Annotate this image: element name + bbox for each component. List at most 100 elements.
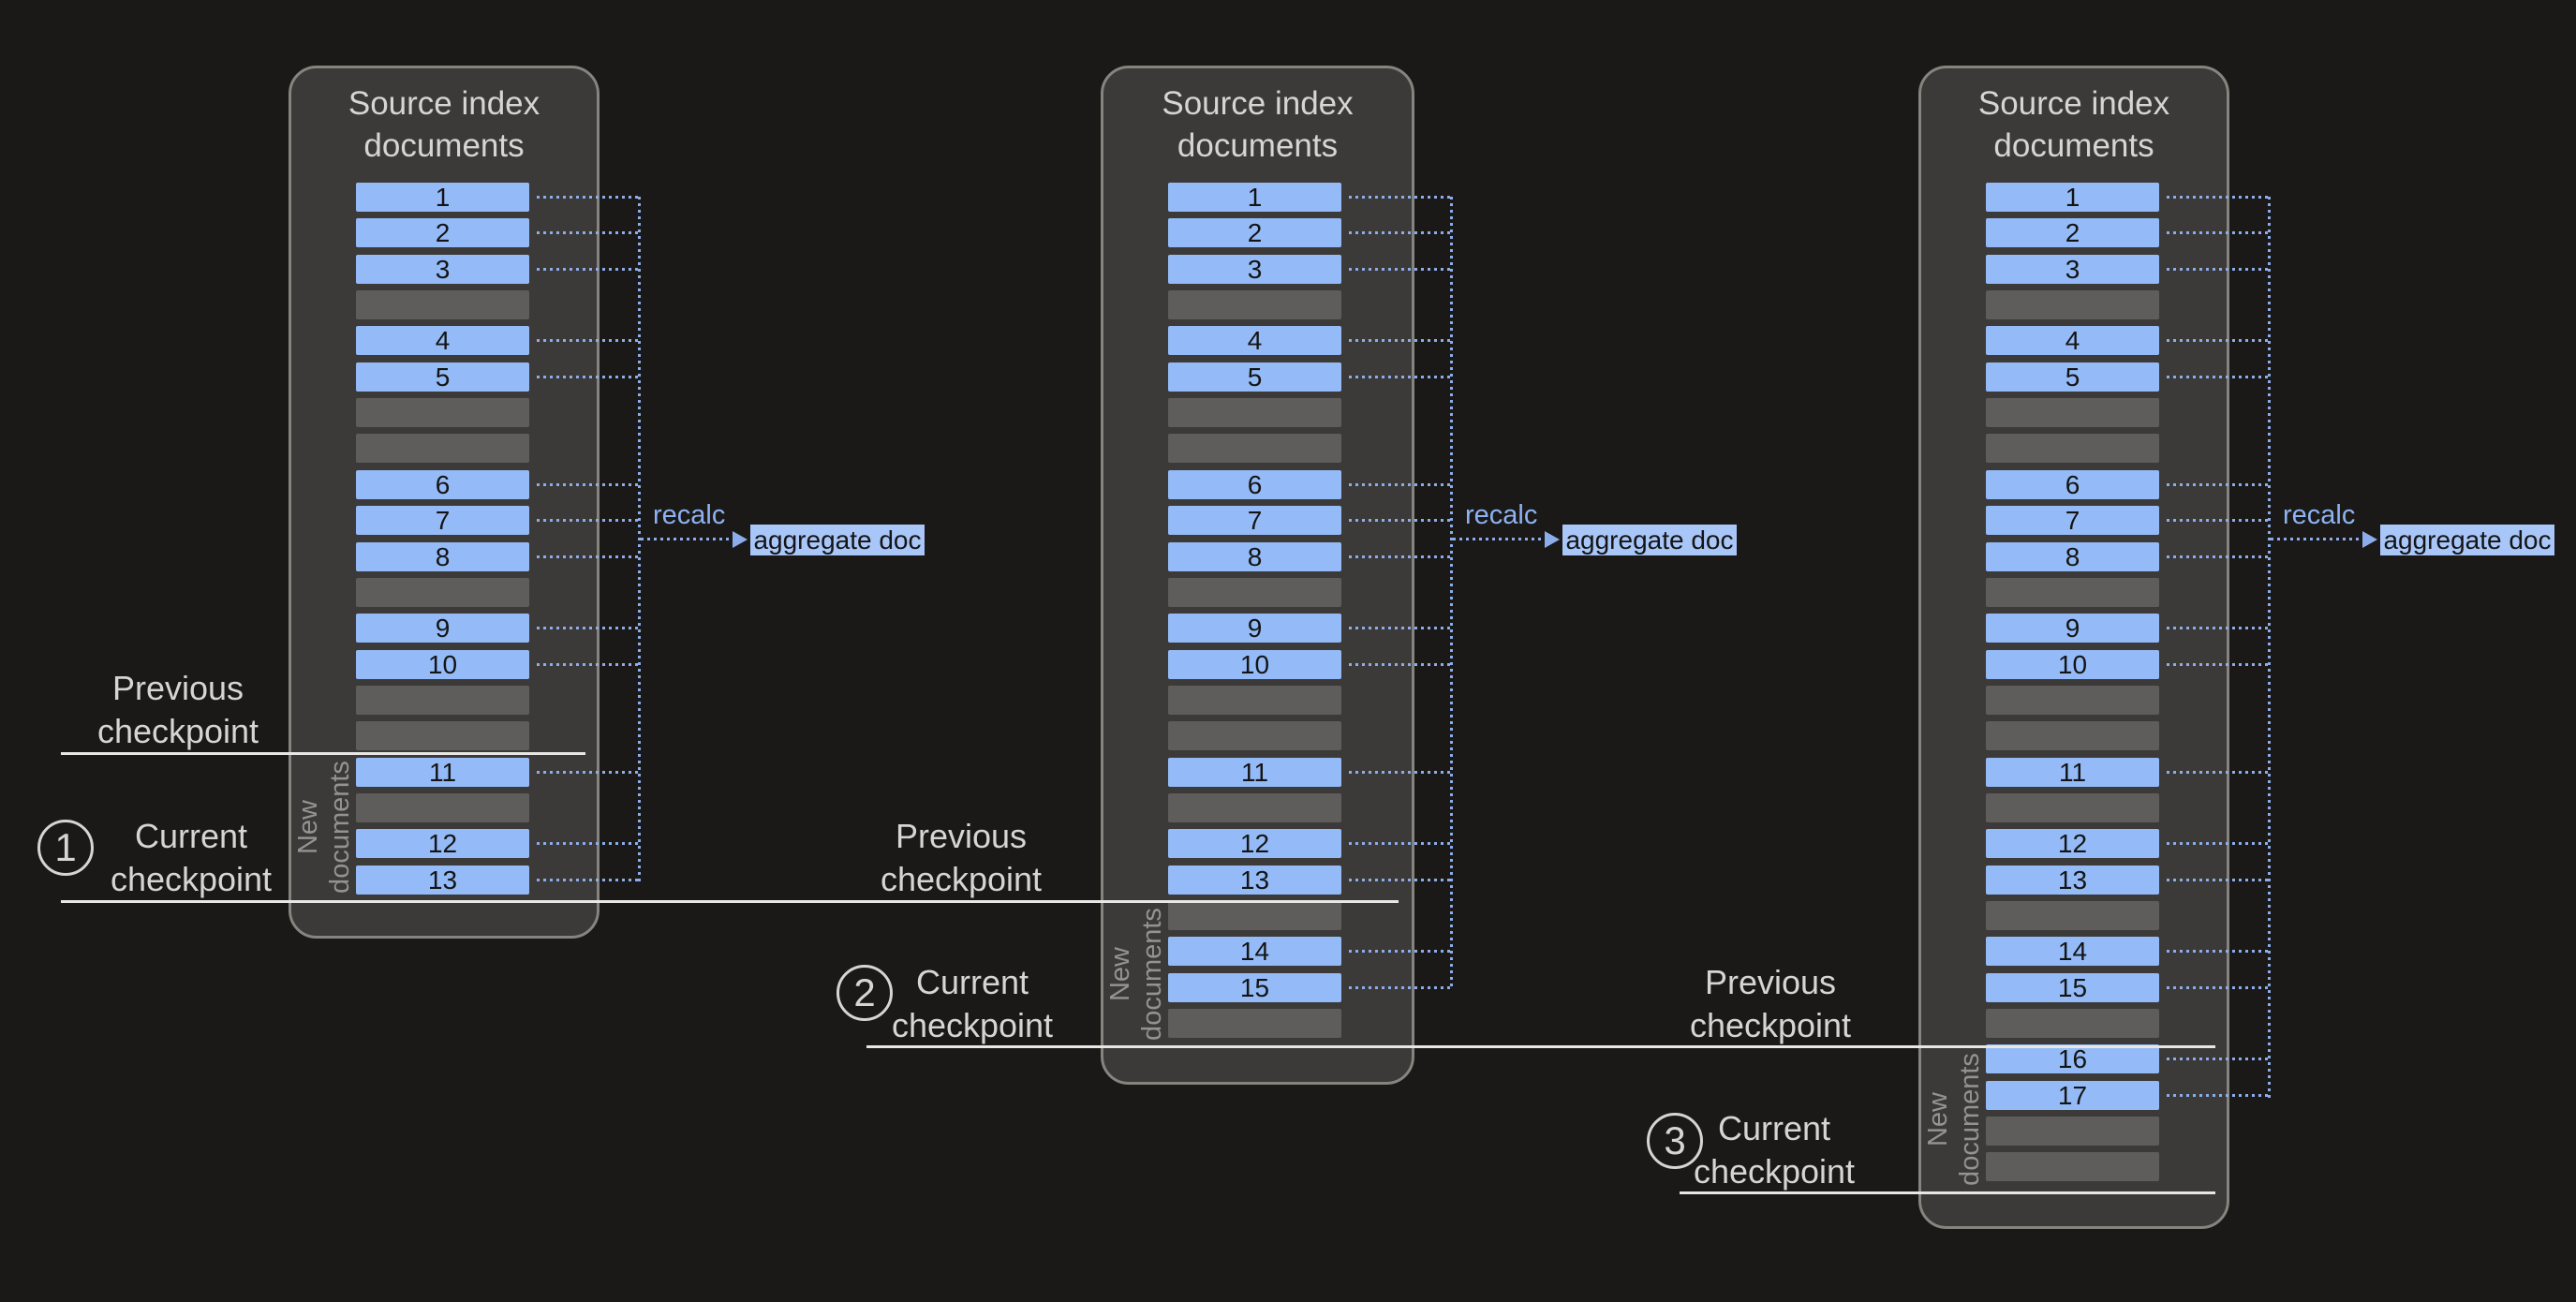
doc-connector-line <box>2167 519 2270 522</box>
document-bar: 15 <box>1986 973 2159 1002</box>
document-bar: 4 <box>1986 326 2159 355</box>
doc-trace-vertical-line <box>638 197 641 882</box>
empty-bar <box>1986 434 2159 463</box>
recalc-arrowhead <box>1545 531 1560 548</box>
doc-connector-line <box>537 231 640 234</box>
doc-connector-line <box>2167 231 2270 234</box>
label-line: checkpoint <box>891 1006 1054 1044</box>
document-bar: 14 <box>1168 937 1341 966</box>
empty-bar <box>1168 290 1341 319</box>
label-line: Current <box>134 817 248 855</box>
document-bar: 17 <box>1986 1081 2159 1110</box>
document-bar: 5 <box>1168 362 1341 392</box>
doc-connector-line <box>537 842 640 845</box>
panel-title-line: Source index <box>348 85 540 122</box>
doc-connector-line <box>2167 771 2270 774</box>
empty-bar <box>356 434 529 463</box>
doc-connector-line <box>1349 196 1452 199</box>
document-bar: 5 <box>356 362 529 392</box>
empty-bar <box>1986 398 2159 427</box>
recalc-arrowhead <box>2362 531 2377 548</box>
step-badge: 3 <box>1647 1113 1703 1169</box>
document-bar: 9 <box>1168 614 1341 643</box>
doc-connector-line <box>537 196 640 199</box>
empty-bar <box>1168 686 1341 715</box>
document-bar: 3 <box>1986 255 2159 284</box>
recalc-label: recalc <box>653 500 726 530</box>
document-bar: 1 <box>356 183 529 212</box>
recalc-label: recalc <box>2283 500 2356 530</box>
document-bar: 12 <box>1986 829 2159 858</box>
document-bar: 1 <box>1986 183 2159 212</box>
doc-connector-line <box>537 771 640 774</box>
doc-connector-line <box>1349 268 1452 271</box>
document-bar: 7 <box>356 506 529 535</box>
checkpoint-line <box>61 752 585 755</box>
label-line: checkpoint <box>1689 1006 1852 1044</box>
doc-connector-line <box>2167 627 2270 629</box>
doc-connector-line <box>1349 950 1452 953</box>
document-bar: 4 <box>356 326 529 355</box>
empty-bar <box>1986 290 2159 319</box>
doc-connector-line <box>537 879 640 881</box>
doc-connector-line <box>537 555 640 558</box>
checkpoint-line <box>866 1045 2215 1048</box>
document-bar: 7 <box>1986 506 2159 535</box>
doc-connector-line <box>2167 879 2270 881</box>
empty-bar <box>1986 1152 2159 1181</box>
empty-bar <box>1168 793 1341 822</box>
label-line: Current <box>1717 1109 1831 1147</box>
document-bar: 12 <box>356 829 529 858</box>
doc-connector-line <box>537 627 640 629</box>
document-bar: 14 <box>1986 937 2159 966</box>
empty-bar <box>1986 721 2159 750</box>
document-bar: 8 <box>1168 542 1341 571</box>
document-bar: 3 <box>1168 255 1341 284</box>
doc-connector-line <box>1349 986 1452 989</box>
document-bar: 3 <box>356 255 529 284</box>
document-bar: 10 <box>356 650 529 679</box>
document-bar: 16 <box>1986 1044 2159 1073</box>
doc-connector-line <box>1349 879 1452 881</box>
recalc-arrow <box>1453 538 1547 540</box>
document-bar: 13 <box>356 866 529 895</box>
document-bar: 9 <box>356 614 529 643</box>
panel-title-line: Source index <box>1977 85 2170 122</box>
document-bar: 8 <box>356 542 529 571</box>
document-bar: 11 <box>1168 758 1341 787</box>
empty-bar <box>356 793 529 822</box>
doc-connector-line <box>2167 842 2270 845</box>
document-bar: 6 <box>356 470 529 499</box>
empty-bar <box>356 721 529 750</box>
doc-connector-line <box>537 339 640 342</box>
doc-connector-line <box>1349 555 1452 558</box>
empty-bar <box>356 290 529 319</box>
empty-bar <box>1168 398 1341 427</box>
doc-connector-line <box>2167 1058 2270 1060</box>
document-bar: 11 <box>1986 758 2159 787</box>
empty-bar <box>1168 721 1341 750</box>
doc-connector-line <box>2167 986 2270 989</box>
doc-connector-line <box>2167 663 2270 666</box>
doc-connector-line <box>1349 483 1452 486</box>
doc-connector-line <box>2167 1094 2270 1097</box>
document-bar: 2 <box>356 218 529 247</box>
document-bar: 15 <box>1168 973 1341 1002</box>
aggregate-doc-box: aggregate doc <box>1562 525 1737 555</box>
checkpoint-line <box>1680 1191 2215 1194</box>
empty-bar <box>1986 578 2159 607</box>
doc-connector-line <box>1349 627 1452 629</box>
doc-connector-line <box>1349 663 1452 666</box>
recalc-arrow <box>641 538 734 540</box>
new-documents-line: documents <box>1137 907 1167 1041</box>
label-line: Previous <box>1704 963 1837 1001</box>
doc-trace-vertical-line <box>2268 197 2271 1098</box>
doc-connector-line <box>537 519 640 522</box>
empty-bar <box>1986 1009 2159 1038</box>
